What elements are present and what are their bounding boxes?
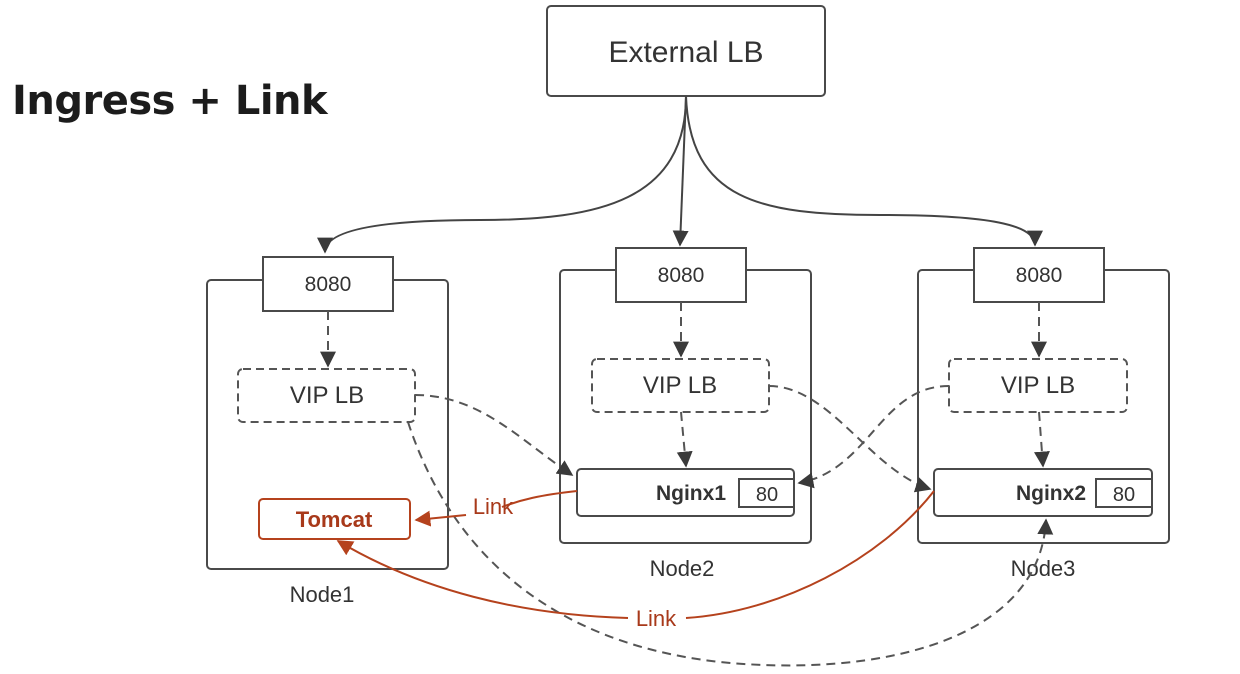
node2-vip-to-nginx1-arrow (676, 411, 693, 468)
node1-port-box (262, 256, 394, 312)
ingress-arrow-node2 (672, 95, 689, 247)
diagram-title: Ingress + Link (12, 78, 328, 124)
ingress-arrow-node3 (685, 95, 1043, 247)
link-label-2: Link (636, 606, 677, 631)
node2-port: 8080 (658, 264, 705, 287)
node1-vip-to-nginx1-route (414, 394, 574, 476)
nginx2-port-box (1095, 478, 1153, 508)
nginx1-label: Nginx1 (656, 482, 726, 505)
nginx1-port-box (738, 478, 795, 508)
link-nginx1-segment (501, 490, 578, 508)
tomcat-label: Tomcat (296, 507, 373, 532)
node3: 8080 VIP LB Nginx2 80 Node3 (917, 247, 1170, 581)
node2-vip-label: VIP LB (643, 372, 717, 399)
node2-vip-to-nginx2-route (768, 385, 932, 493)
node3-vip-to-nginx2-arrow (1033, 411, 1050, 468)
nginx2-label: Nginx2 (1016, 482, 1086, 505)
node2-label: Node2 (650, 556, 715, 581)
node1-vip-label: VIP LB (290, 382, 364, 409)
ingress-arrow-node1 (317, 95, 687, 254)
nginx1-port: 80 (756, 484, 778, 506)
tomcat-box (258, 498, 411, 540)
node3-label: Node3 (1011, 556, 1076, 581)
link-nginx2-to-tomcat-arrow (336, 540, 629, 619)
link-label-1: Link (473, 494, 514, 519)
node2-port-box (615, 247, 747, 303)
node1-label: Node1 (290, 582, 355, 607)
node3-vip-label: VIP LB (1001, 372, 1075, 399)
nginx2-port: 80 (1113, 484, 1135, 506)
node3-vip-to-nginx1-route (797, 385, 950, 489)
node1: 8080 VIP LB Tomcat Node1 (206, 256, 449, 607)
link-nginx1-to-tomcat-arrow (414, 510, 467, 527)
link-nginx2-segment (685, 490, 935, 619)
external-lb-label: External LB (608, 36, 763, 69)
external-lb: External LB (546, 5, 826, 97)
node2: 8080 VIP LB Nginx1 80 Node2 (559, 247, 812, 581)
node1-vip-to-nginx2-route (407, 421, 1054, 667)
node3-port: 8080 (1016, 264, 1063, 287)
node1-port: 8080 (305, 273, 352, 296)
